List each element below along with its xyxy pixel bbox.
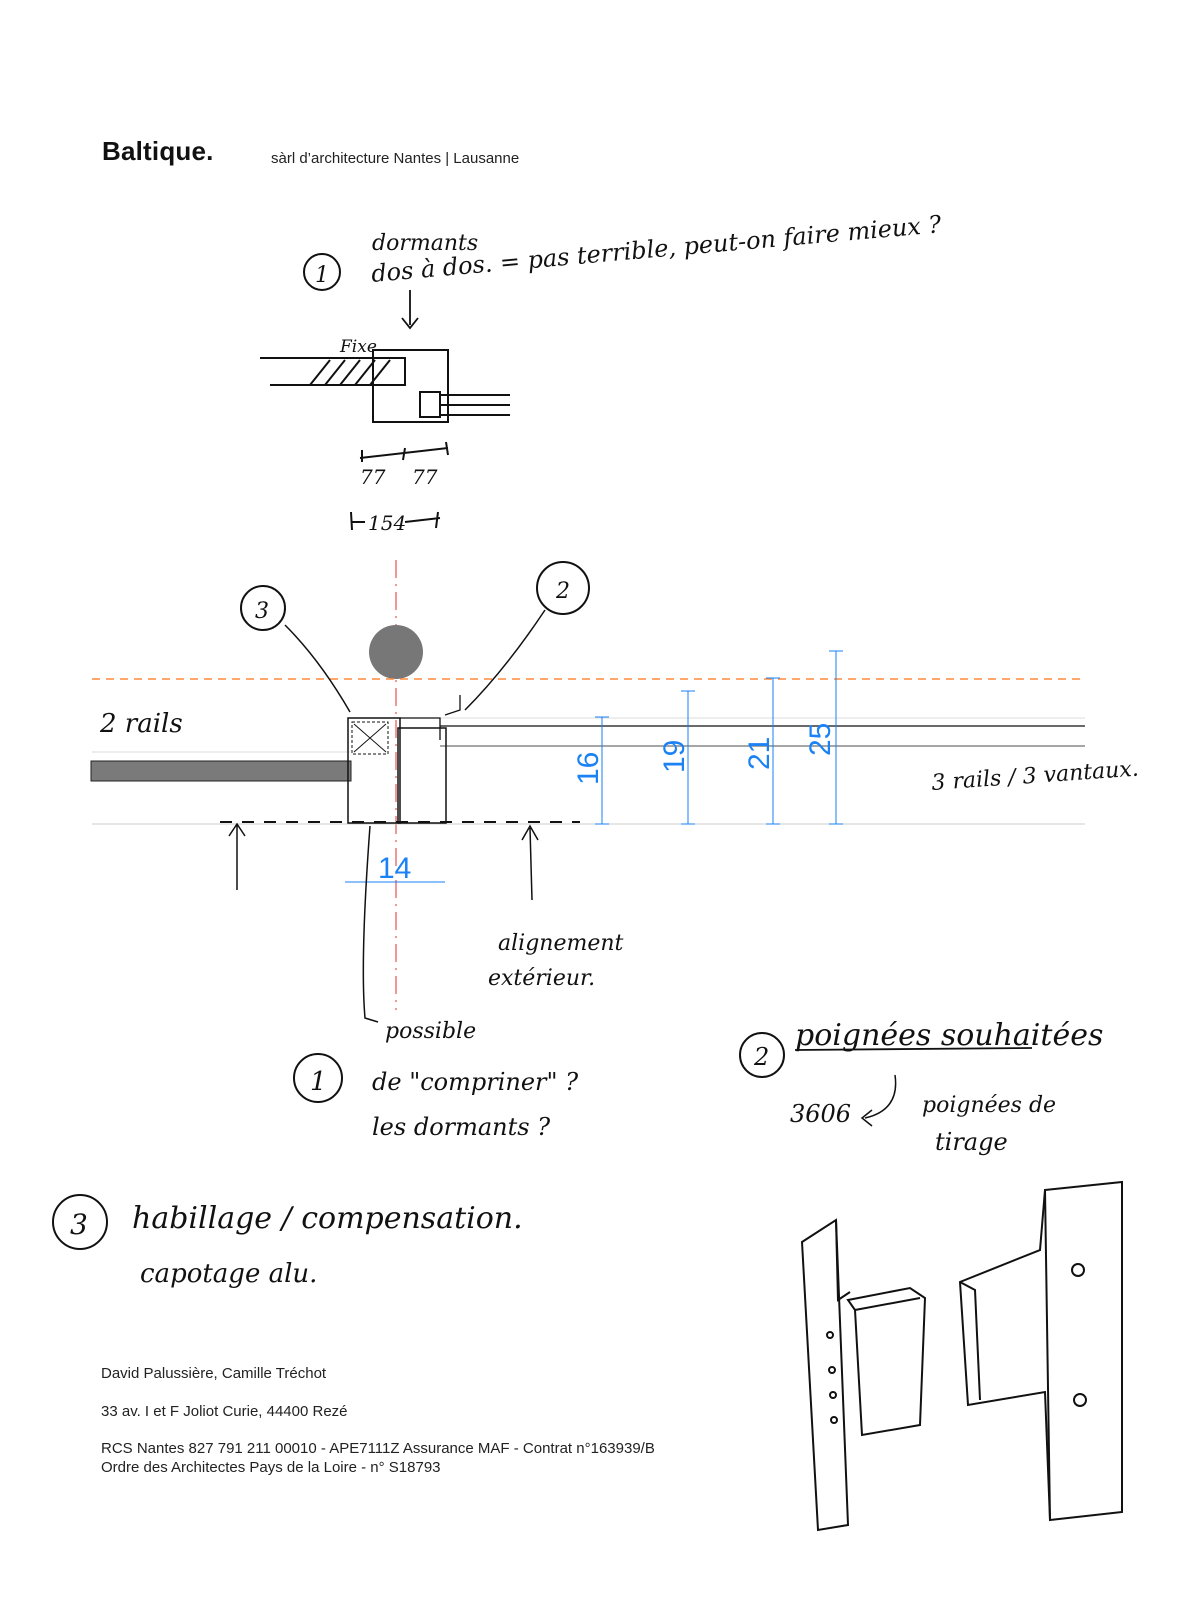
handle-circle	[369, 625, 423, 679]
note-1-top: 1 dormants dos à dos. = pas terrible, pe…	[303, 210, 942, 330]
footer-names: David Palussière, Camille Tréchot	[101, 1365, 327, 1382]
svg-text:de "compriner" ?: de "compriner" ?	[372, 1068, 578, 1096]
frame-detail-sketch: Fixe 77 77 154	[260, 337, 510, 535]
tagline: sàrl d’architecture Nantes | Lausanne	[271, 150, 520, 167]
svg-text:3: 3	[70, 1208, 88, 1241]
note-text: dormants	[372, 231, 478, 256]
footer-order: Ordre des Architectes Pays de la Loire -…	[101, 1459, 441, 1476]
note-number: 1	[315, 263, 329, 288]
dimension-16: 16	[572, 752, 605, 785]
dimension-14: 14	[378, 852, 411, 885]
note-possible: 1 possible de "compriner" ? les dormants…	[293, 1019, 578, 1141]
dimension-19: 19	[658, 740, 691, 773]
three-rails-note: 3 rails / 3 vantaux.	[931, 757, 1140, 796]
dim-77: 77	[412, 465, 438, 489]
dim-154: 154	[368, 511, 406, 535]
svg-text:poignées souhaitées: poignées souhaitées	[795, 1018, 1103, 1053]
svg-text:3606: 3606	[790, 1100, 851, 1128]
svg-text:1: 1	[310, 1067, 327, 1097]
callout-3: 3	[255, 599, 269, 624]
svg-text:habillage / compensation.: habillage / compensation.	[132, 1201, 523, 1236]
glass-panel	[90, 760, 352, 782]
two-rails-note: 2 rails	[99, 709, 183, 739]
arrow-icon	[401, 290, 419, 330]
footer-legal: RCS Nantes 827 791 211 00010 - APE7111Z …	[101, 1440, 655, 1457]
svg-text:les dormants ?: les dormants ?	[372, 1113, 550, 1141]
alignement-note: alignement	[498, 931, 624, 956]
handle-sketches	[800, 1180, 1123, 1532]
callout-2: 2	[555, 579, 570, 604]
dimension-25: 25	[804, 723, 837, 756]
dimension-21: 21	[743, 737, 776, 770]
brand-logo: Baltique.	[102, 136, 214, 166]
svg-text:2: 2	[753, 1043, 769, 1071]
svg-text:tirage: tirage	[935, 1128, 1008, 1156]
note-poignees: 2 poignées souhaitées 3606 poignées de t…	[739, 1018, 1103, 1156]
note-habillage: 3 habillage / compensation. capotage alu…	[52, 1194, 523, 1289]
fixe-label: Fixe	[339, 337, 377, 357]
svg-text:poignées de: poignées de	[922, 1093, 1056, 1118]
svg-text:capotage alu.: capotage alu.	[140, 1259, 317, 1289]
footer-address: 33 av. I et F Joliot Curie, 44400 Rezé	[101, 1403, 348, 1420]
section-drawing: 16 19 21 25 14 3 2 2 rails 3 rails / 3 v…	[90, 560, 1140, 1023]
svg-text:possible: possible	[385, 1019, 476, 1044]
note-number-circle	[303, 253, 341, 291]
alignement-note: extérieur.	[488, 966, 595, 991]
dim-77: 77	[360, 465, 386, 489]
